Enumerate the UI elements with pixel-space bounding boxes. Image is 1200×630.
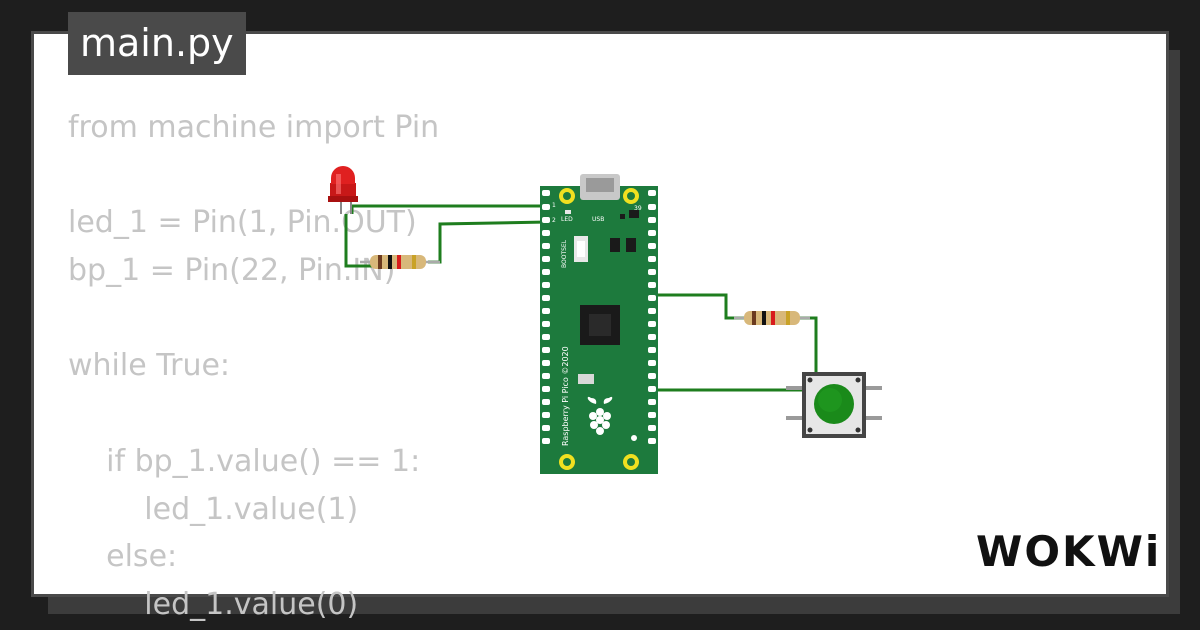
code-line: led_1.value(0) bbox=[68, 586, 359, 622]
right-pin-row bbox=[648, 190, 656, 444]
pin-39-label: 39 bbox=[634, 205, 642, 212]
resistor-1[interactable] bbox=[360, 255, 440, 269]
raspberry-logo-icon bbox=[587, 396, 613, 435]
code-line: while True: bbox=[68, 348, 231, 384]
wire-led-anode bbox=[350, 204, 548, 214]
code-line: led_1.value(1) bbox=[68, 491, 359, 527]
file-tab[interactable]: main.py bbox=[68, 12, 246, 75]
wire-resistor1-pin2 bbox=[428, 220, 549, 264]
pico-board[interactable]: LED USB 1 2 39 BOOTSEL Raspberry Pi Pico… bbox=[540, 174, 658, 474]
onboard-led bbox=[565, 210, 571, 214]
led-label: LED bbox=[561, 216, 573, 223]
wire-led-cathode bbox=[344, 214, 372, 268]
code-line: from machine import Pin bbox=[68, 110, 440, 145]
board-name: Raspberry Pi Pico ©2020 bbox=[561, 346, 570, 446]
wokwi-logo: WOKWi bbox=[976, 527, 1159, 576]
wokwi-logo-text: WOKWi bbox=[976, 527, 1161, 576]
pushbutton[interactable] bbox=[786, 372, 882, 438]
code-line: if bp_1.value() == 1: bbox=[68, 443, 421, 479]
led-red[interactable] bbox=[328, 166, 358, 214]
bootsel-label: BOOTSEL bbox=[561, 239, 568, 268]
left-pin-row bbox=[542, 190, 550, 444]
wire-gp22-resistor2 bbox=[650, 293, 746, 320]
code-line: led_1 = Pin(1, Pin.OUT) bbox=[68, 205, 417, 241]
resistor-2[interactable] bbox=[734, 311, 810, 325]
pin-1-label: 1 bbox=[552, 202, 556, 209]
usb-label: USB bbox=[592, 216, 604, 223]
pin-2-label: 2 bbox=[552, 217, 556, 224]
code-editor: from machine import Pin led_1 = Pin(1, Pi… bbox=[68, 104, 439, 629]
code-line: else: bbox=[68, 539, 178, 575]
